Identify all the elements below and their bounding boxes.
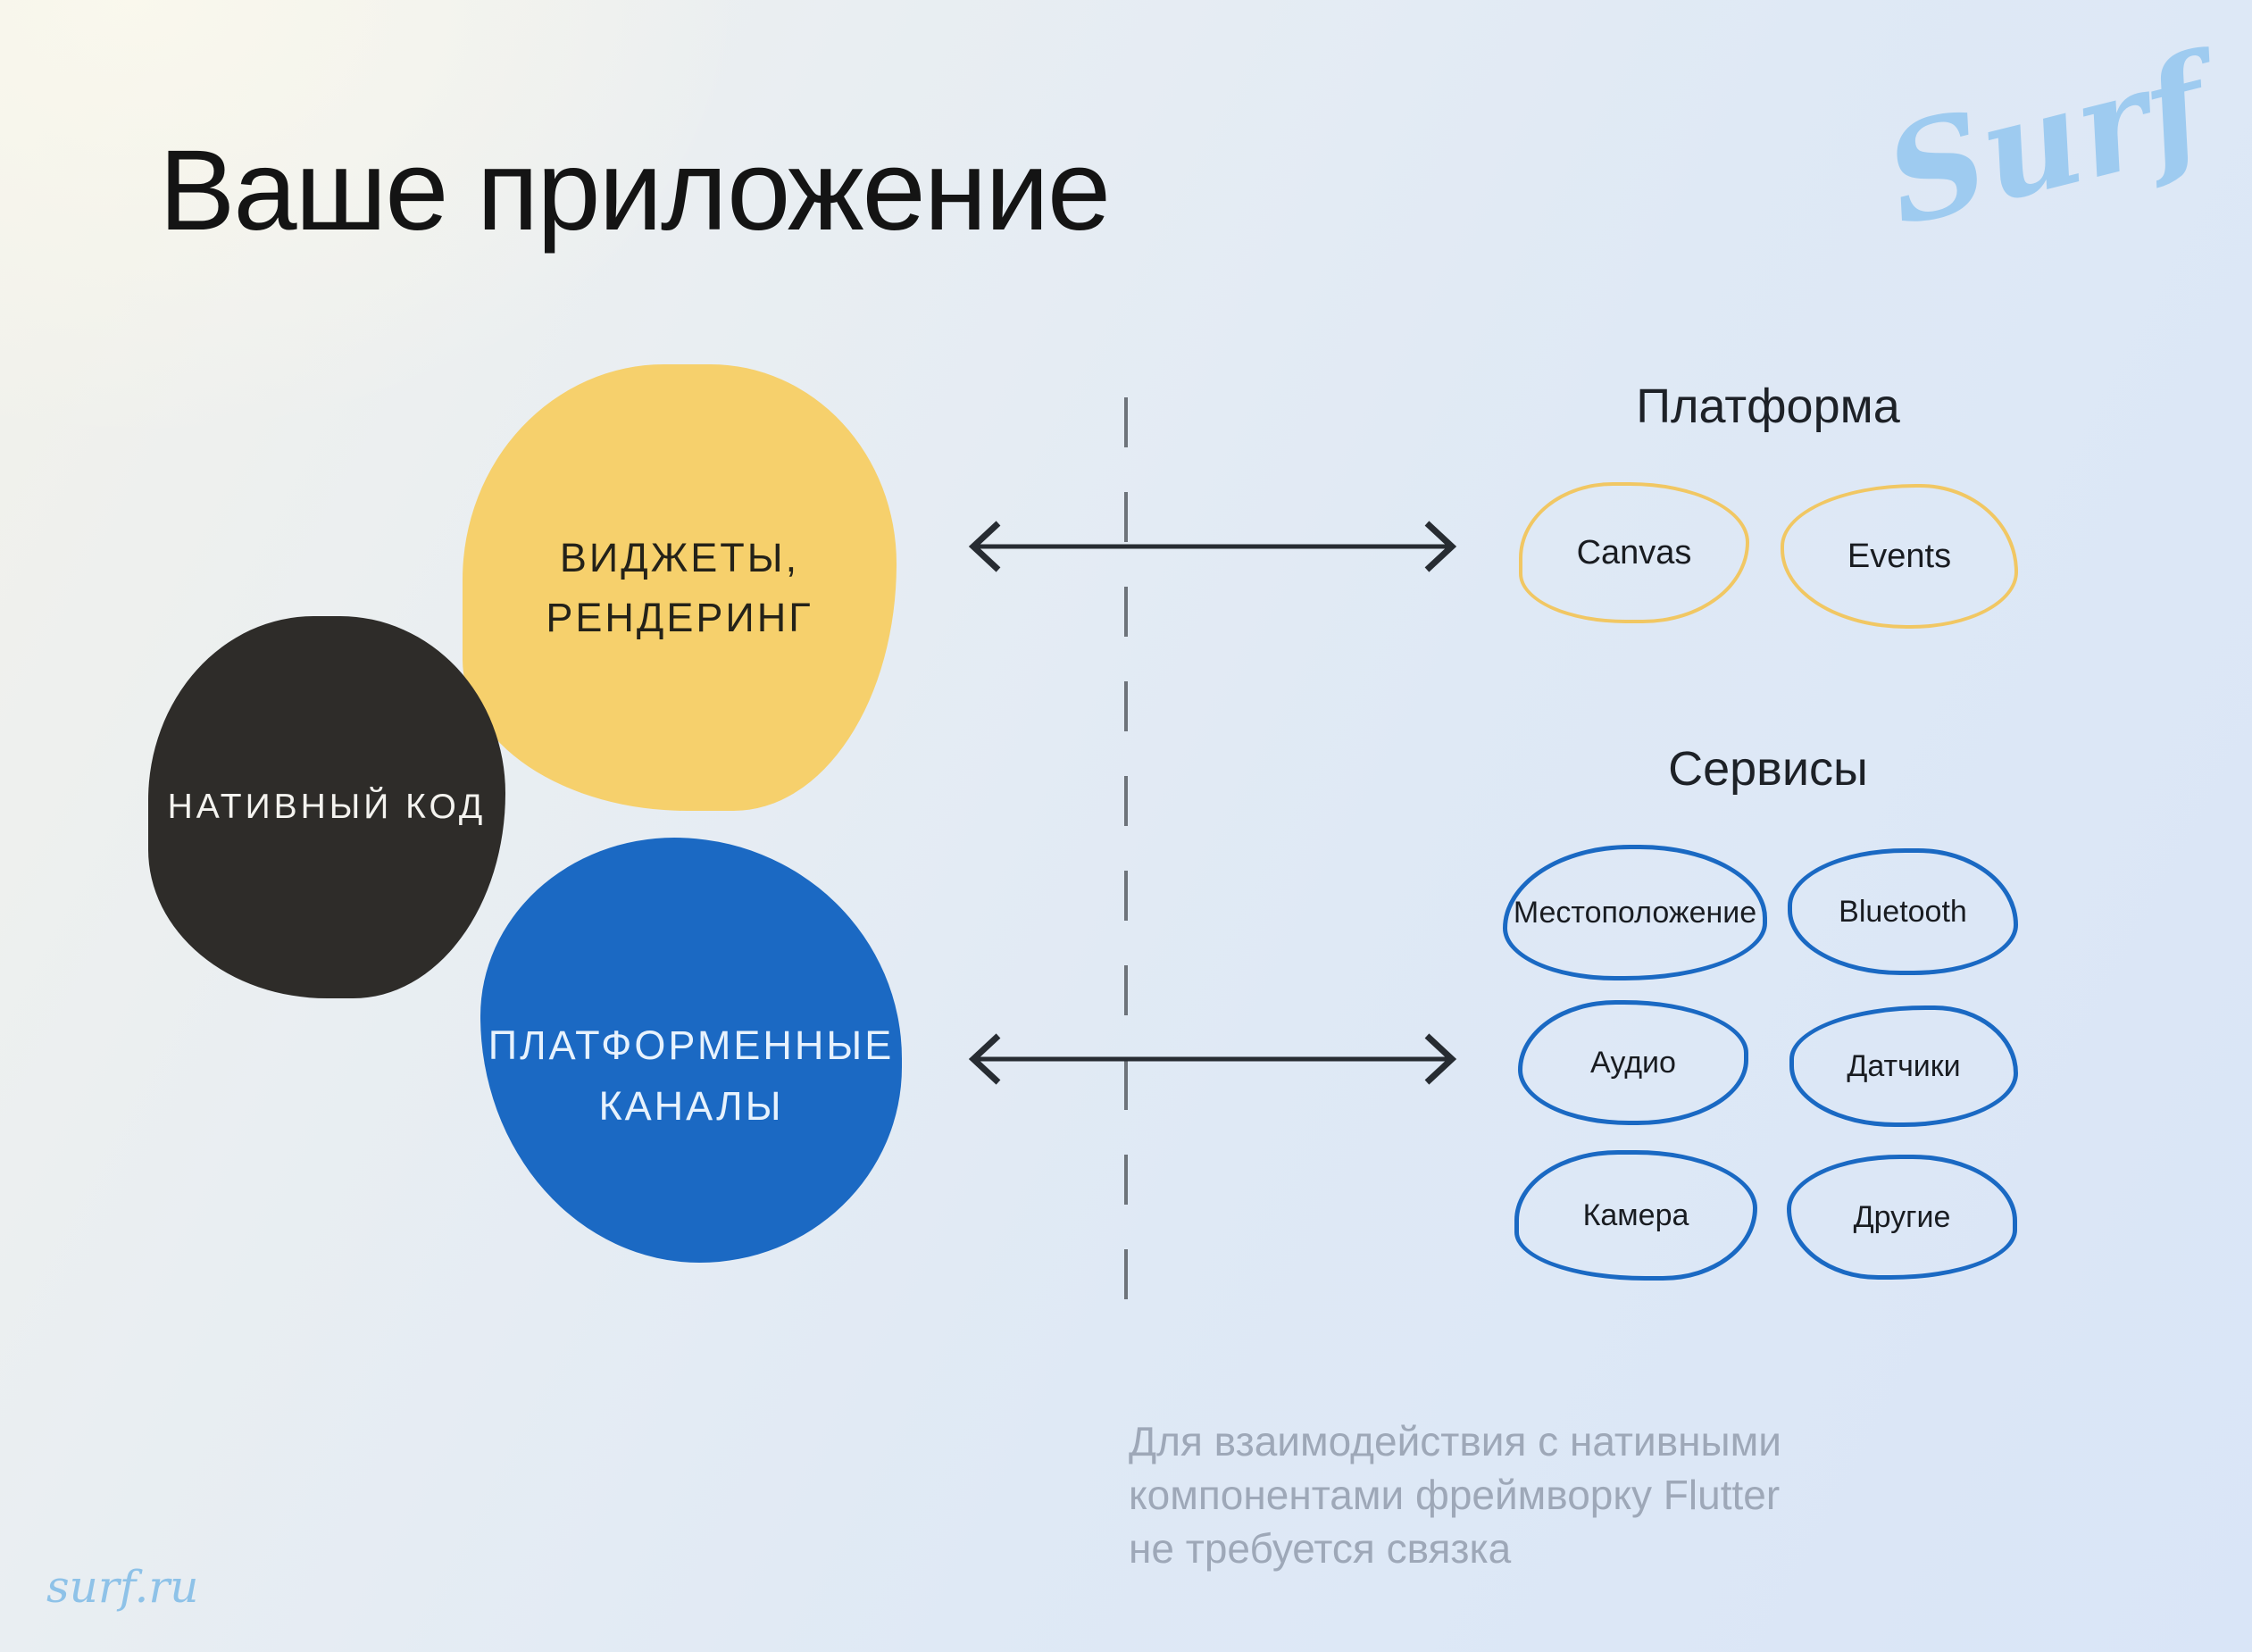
- service-item-audio: Аудио: [1518, 1000, 1748, 1125]
- native-blob-label: НАТИВНЫЙ КОД: [167, 788, 487, 826]
- platform-heading: Платформа: [1636, 380, 1900, 433]
- note-line-2: компонентами фреймворку Flutter: [1129, 1472, 1781, 1518]
- widgets-rendering-blob: ВИДЖЕТЫ, РЕНДЕРИНГ: [463, 364, 897, 811]
- page-title: Ваше приложение: [159, 127, 1111, 254]
- services-heading: Сервисы: [1668, 742, 1868, 796]
- location-label: Местоположение: [1513, 895, 1757, 930]
- audio-label: Аудио: [1590, 1045, 1676, 1080]
- platform-channels-blob: ПЛАТФОРМЕННЫЕ КАНАЛЫ: [480, 838, 902, 1263]
- surf-logo: Surf: [1871, 21, 2240, 268]
- platform-channels-label: ПЛАТФОРМЕННЫЕ КАНАЛЫ: [488, 1015, 894, 1137]
- platform-item-events: Events: [1781, 484, 2018, 629]
- arrow-channels-services: [968, 1033, 1457, 1085]
- flutter-note: Для взаимодействия с нативными компонент…: [1129, 1414, 1781, 1575]
- service-item-bluetooth: Bluetooth: [1788, 848, 2018, 975]
- bluetooth-label: Bluetooth: [1839, 894, 1967, 929]
- service-item-others: Другие: [1787, 1155, 2017, 1280]
- sensors-label: Датчики: [1847, 1048, 1961, 1083]
- widgets-blob-label-line1: ВИДЖЕТЫ,: [559, 535, 800, 580]
- service-item-camera: Камера: [1514, 1150, 1757, 1281]
- camera-label: Камера: [1582, 1197, 1689, 1232]
- note-line-3: не требуется связка: [1129, 1525, 1512, 1572]
- note-line-1: Для взаимодействия с нативными: [1129, 1418, 1781, 1464]
- surf-logo-image: Surf: [1871, 21, 2240, 257]
- others-label: Другие: [1853, 1199, 1951, 1234]
- platform-item-canvas: Canvas: [1519, 482, 1749, 623]
- native-code-blob: НАТИВНЫЙ КОД: [148, 616, 505, 998]
- canvas-label: Canvas: [1576, 533, 1692, 572]
- channels-blob-label-line1: ПЛАТФОРМЕННЫЕ: [488, 1022, 895, 1068]
- events-label: Events: [1847, 537, 1952, 575]
- surf-ru-link: surf.ru: [46, 1561, 199, 1613]
- arrow-widgets-platform: [968, 521, 1457, 572]
- widgets-blob-label-line2: РЕНДЕРИНГ: [546, 595, 813, 640]
- surf-logo-text: Surf: [1889, 45, 2211, 257]
- service-item-sensors: Датчики: [1789, 1005, 2018, 1127]
- channels-blob-label-line2: КАНАЛЫ: [598, 1083, 784, 1129]
- service-item-location: Местоположение: [1503, 845, 1767, 980]
